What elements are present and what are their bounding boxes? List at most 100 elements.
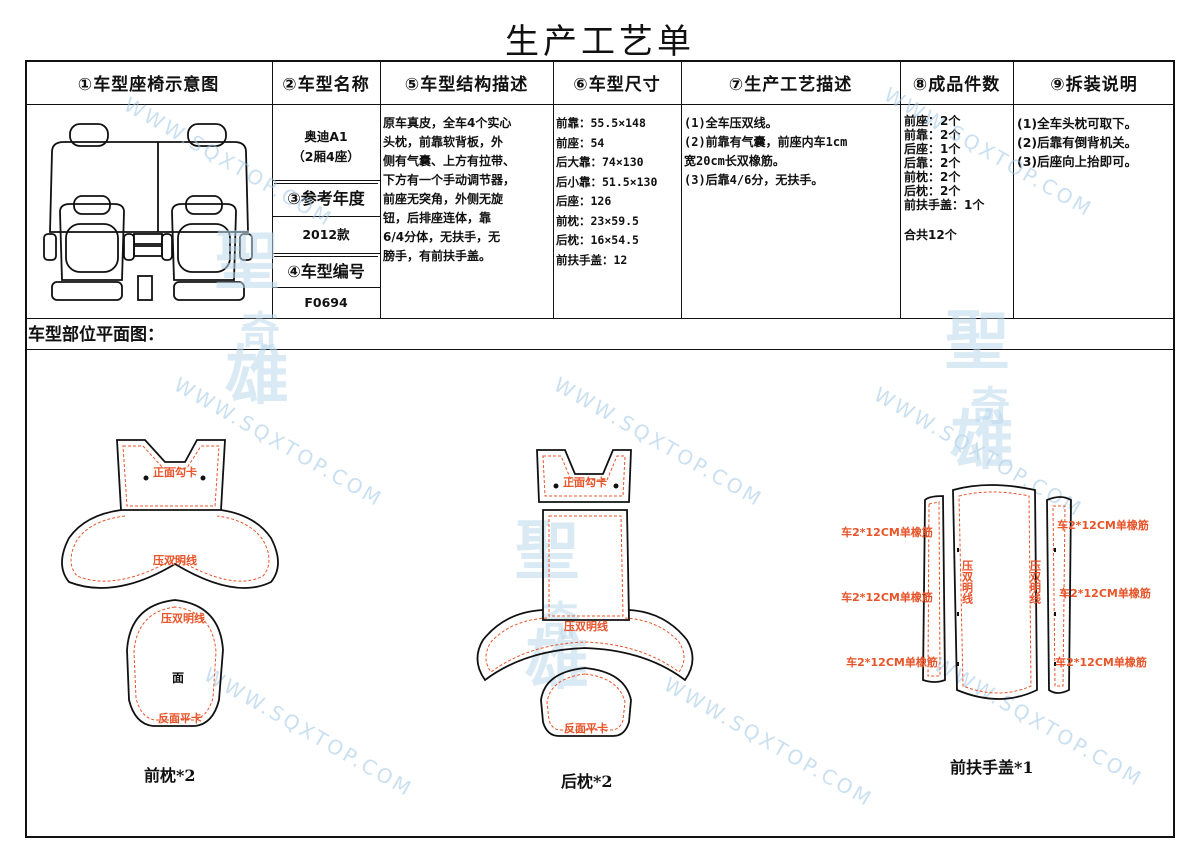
rear-pillow-caption: 后枕*2 (561, 772, 613, 791)
model-code-value: F0694 (304, 295, 348, 310)
assembly-line: (3)后座向上抬即可。 (1017, 154, 1138, 169)
pieces-line: 前扶手盖：1个 (904, 198, 985, 212)
header-assembly: ⑨拆装说明 (1050, 74, 1138, 95)
watermark-logo: 聖 (215, 224, 279, 299)
structure-line: 下方有一个手动调节器， (383, 173, 516, 187)
header-model-name: ②车型名称 (282, 74, 370, 95)
armrest-caption: 前扶手盖*1 (950, 758, 1034, 777)
pieces-list: 前座：2个 前靠：2个 后座：1个 后靠：2个 前枕：2个 后枕：2个 前扶手盖… (904, 114, 1012, 242)
seat-layout-diagram (43, 123, 253, 301)
watermark-logo: 雄 (525, 624, 589, 699)
pieces-line: 后枕：2个 (904, 184, 961, 198)
structure-line: 侧有气囊、上方有拉带、 (383, 154, 516, 168)
model-name-line1: 奥迪A1 (304, 129, 348, 144)
armrest-left-label: 车2*12CM单橡筋 (846, 655, 938, 669)
front-pillow-bottom-label: 反面平卡 (158, 711, 202, 725)
cell-divider (272, 253, 380, 254)
watermark-logo: 雄 (950, 404, 1014, 479)
col-divider (900, 60, 901, 318)
size-line: 前靠：55.5×148 (556, 116, 646, 130)
pieces-line: 前座：2个 (904, 114, 961, 128)
process-line: (2)前靠有气囊，前座内车1cm (684, 135, 848, 149)
size-line: 后大靠：74×130 (556, 155, 644, 169)
process-line: 宽20cm长双橡筋。 (684, 154, 785, 168)
pattern-pieces-drawing: 正面勾卡 压双明线 压双明线 面 反面平卡 正面勾卡 压双明线 反面平卡 车2*… (61, 439, 1151, 737)
watermark-logo: 聖 (945, 304, 1009, 379)
col-divider (272, 60, 273, 318)
structure-line: 头枕，前靠软背板，外 (383, 135, 504, 149)
size-line: 后座：126 (556, 194, 612, 208)
col-divider (681, 60, 682, 318)
header-pieces: ⑧成品件数 (912, 74, 1001, 95)
size-line: 前扶手盖：12 (556, 252, 628, 267)
size-line: 前座：54 (556, 135, 605, 150)
cell-divider (272, 216, 380, 217)
armrest-right-seam: 压双明线 (1029, 559, 1042, 605)
armrest-pattern (922, 484, 1072, 700)
structure-line: 原车真皮，全车4个实心 (383, 116, 512, 130)
form-frame (25, 60, 1175, 838)
page-title: 生产工艺单 (505, 22, 695, 62)
col-divider (380, 60, 381, 318)
plan-section-title: 车型部位平面图： (28, 325, 164, 345)
assembly-instructions: (1)全车头枕可取下。 (2)后靠有倒背机关。 (3)后座向上抬即可。 (1017, 114, 1173, 171)
front-pillow-pattern (61, 439, 279, 727)
front-pillow-caption: 前枕*2 (144, 766, 196, 785)
table-bottom-divider (25, 318, 1175, 319)
header-structure: ⑤车型结构描述 (404, 74, 529, 95)
watermark-logo: 雄 (225, 339, 289, 414)
watermark-logo: 聖 (515, 514, 579, 589)
structure-line: 前座无突角，外侧无旋 (383, 192, 504, 206)
armrest-right-label: 车2*12CM单橡筋 (1057, 518, 1149, 532)
cell-divider (272, 180, 380, 181)
cell-divider (272, 287, 380, 288)
rear-pillow-bottom-label: 反面平卡 (564, 721, 608, 735)
pieces-line: 后靠：2个 (904, 156, 961, 170)
rear-pillow-pattern (476, 449, 694, 737)
process-line: (1)全车压双线。 (684, 116, 778, 130)
rear-pillow-top-label: 正面勾卡 (563, 475, 607, 489)
armrest-left-label: 车2*12CM单橡筋 (841, 525, 933, 539)
model-name-line2: （2厢4座） (292, 149, 360, 164)
assembly-line: (1)全车头枕可取下。 (1017, 116, 1138, 131)
header-size: ⑥车型尺寸 (573, 74, 661, 95)
header-seat-diagram: ①车型座椅示意图 (77, 74, 220, 95)
model-code-label: ④车型编号 (287, 262, 365, 281)
assembly-line: (2)后靠有倒背机关。 (1017, 135, 1138, 150)
front-pillow-mid-label: 压双明线 (153, 553, 197, 567)
cell-divider (274, 256, 378, 257)
process-description: (1)全车压双线。 (2)前靠有气囊，前座内车1cm 宽20cm长双橡筋。 (3… (684, 114, 899, 190)
size-line: 后枕：16×54.5 (556, 233, 639, 247)
rear-pillow-mid-label: 压双明线 (564, 619, 608, 633)
structure-line: 6/4分体，无扶手，无 (383, 230, 501, 244)
armrest-right-label: 车2*12CM单橡筋 (1059, 586, 1151, 600)
pieces-line: 后座：1个 (904, 142, 961, 156)
ref-year-label: ③参考年度 (287, 189, 365, 208)
front-pillow-center-text: 面 (172, 671, 184, 685)
structure-description: 原车真皮，全车4个实心 头枕，前靠软背板，外 侧有气囊、上方有拉带、 下方有一个… (383, 114, 551, 266)
armrest-right-label: 车2*12CM单橡筋 (1055, 655, 1147, 669)
col-divider (1013, 60, 1014, 318)
front-pillow-low-label: 压双明线 (161, 611, 205, 625)
front-pillow-top-label: 正面勾卡 (153, 465, 197, 479)
ref-year-value: 2012款 (302, 227, 350, 242)
size-line: 前枕：23×59.5 (556, 213, 639, 228)
process-line: (3)后靠4/6分，无扶手。 (684, 173, 824, 187)
watermark-logo: 奇 (540, 598, 580, 645)
pieces-total: 合共12个 (904, 228, 957, 242)
structure-line: 膀手，有前扶手盖。 (383, 249, 492, 263)
size-list: 前靠：55.5×148 前座：54 后大靠：74×130 后小靠：51.5×13… (556, 114, 680, 270)
col-divider (553, 60, 554, 318)
pieces-line: 前靠：2个 (904, 128, 961, 142)
watermark-logo: 奇 (240, 308, 280, 355)
armrest-left-label: 车2*12CM单橡筋 (841, 590, 933, 604)
header-process: ⑦生产工艺描述 (728, 74, 853, 95)
size-line: 后小靠：51.5×130 (556, 174, 658, 189)
pieces-line: 前枕：2个 (904, 170, 961, 184)
plan-title-divider (25, 349, 1175, 350)
header-divider (25, 104, 1175, 105)
watermark-logo: 奇 (970, 383, 1010, 430)
armrest-left-seam: 压双明线 (961, 559, 974, 605)
cell-divider (274, 183, 378, 184)
structure-line: 钮，后排座连体，靠 (383, 211, 492, 225)
